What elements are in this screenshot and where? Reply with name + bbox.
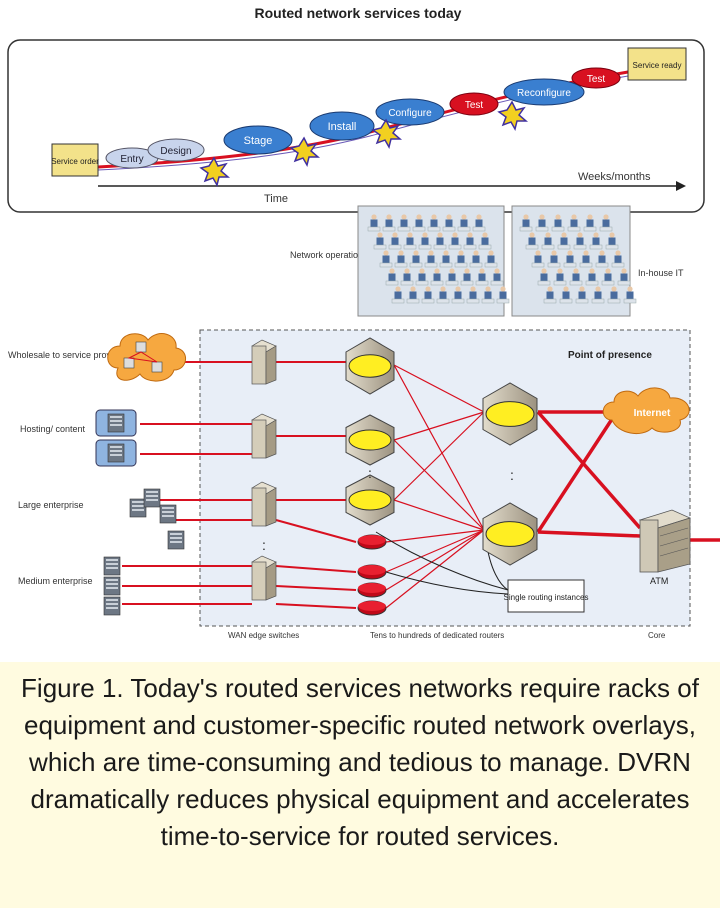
customer-label-medium: Medium enterprise — [18, 576, 93, 586]
svg-text:Design: Design — [160, 146, 191, 157]
router-mesh-links — [385, 364, 485, 609]
internet-cloud-icon: Internet — [602, 387, 690, 435]
svg-text:Entry: Entry — [120, 154, 143, 165]
stage-stage: Stage — [223, 125, 293, 155]
svg-text:Install: Install — [328, 121, 357, 133]
customer-label-large: Large enterprise — [18, 500, 84, 510]
stage-test-2: Test — [571, 67, 621, 89]
service-order-box — [51, 143, 99, 177]
stage-design: Design — [147, 138, 205, 162]
small-dedicated-router — [357, 600, 387, 616]
core-routers — [482, 382, 538, 566]
dedicated-router — [345, 474, 395, 526]
core-router — [482, 502, 538, 566]
small-dedicated-router — [357, 534, 387, 550]
service-ready-box — [627, 47, 687, 81]
starburst-icon — [199, 156, 231, 187]
customer-label-wholesale: Wholesale to service provider — [8, 350, 126, 360]
core-label: Core — [648, 631, 666, 640]
small-dedicated-router — [357, 582, 387, 598]
single-routing-box — [507, 579, 585, 613]
service-ready-label: Service ready — [633, 61, 682, 70]
wan-ellipsis: : — [262, 537, 266, 553]
stage-install: Install — [309, 111, 375, 141]
hosting-servers-icon — [95, 409, 137, 467]
caption-area: Figure 1. Today's routed services networ… — [0, 662, 720, 908]
single-routing-label: Single routing instances — [504, 593, 589, 602]
svg-text:Configure: Configure — [388, 108, 432, 119]
stage-configure: Configure — [375, 98, 445, 126]
pop-label: Point of presence — [568, 350, 652, 361]
starburst-icon — [289, 136, 321, 167]
starburst-icon — [497, 100, 529, 131]
figure-caption: Figure 1. Today's routed services networ… — [21, 673, 699, 851]
duration-label: Weeks/months — [578, 171, 651, 183]
small-dedicated-router — [357, 564, 387, 580]
customer-label-hosting: Hosting/ content — [20, 424, 86, 434]
core-links — [536, 410, 720, 542]
wan-edge-switch — [251, 339, 277, 385]
starburst-icon — [371, 118, 403, 149]
service-order-label: Service order — [51, 157, 99, 166]
diagram: Routed network services today Time Weeks… — [7, 5, 720, 640]
svg-text:Reconfigure: Reconfigure — [517, 88, 571, 99]
core-ellipsis: : — [510, 467, 514, 483]
noc-label: Network operations centers — [290, 250, 400, 260]
wan-edge-switch — [251, 413, 277, 459]
svg-text:Test: Test — [465, 100, 484, 111]
dedicated-routers — [345, 337, 395, 616]
medium-enterprise-servers-icon — [103, 556, 121, 616]
dedicated-routers-label: Tens to hundreds of dedicated routers — [370, 631, 504, 640]
dedicated-router — [345, 414, 395, 466]
wan-edge-switch — [251, 481, 277, 527]
wan-edge-switch — [251, 555, 277, 601]
svg-text:Test: Test — [587, 74, 606, 85]
svg-text:Internet: Internet — [634, 408, 671, 419]
stage-test-1: Test — [449, 92, 499, 116]
wan-edge-switches — [251, 339, 277, 601]
time-axis-arrowhead — [676, 181, 686, 191]
router-ellipsis: : — [368, 465, 372, 481]
network-links — [122, 361, 357, 609]
large-enterprise-servers-icon — [129, 488, 185, 550]
it-label: In-house IT — [638, 268, 684, 278]
diagram-title: Routed network services today — [255, 5, 462, 21]
stage-reconfigure: Reconfigure — [503, 78, 585, 106]
wan-switches-label: WAN edge switches — [228, 631, 299, 640]
time-axis-label: Time — [264, 193, 288, 205]
atm-label: ATM — [650, 576, 668, 586]
point-of-presence-box — [199, 329, 691, 627]
svg-text:Stage: Stage — [244, 135, 273, 147]
wholesale-cloud-icon — [107, 333, 186, 382]
atm-switch-icon — [638, 509, 692, 573]
dedicated-router — [345, 337, 395, 395]
core-router — [482, 382, 538, 446]
